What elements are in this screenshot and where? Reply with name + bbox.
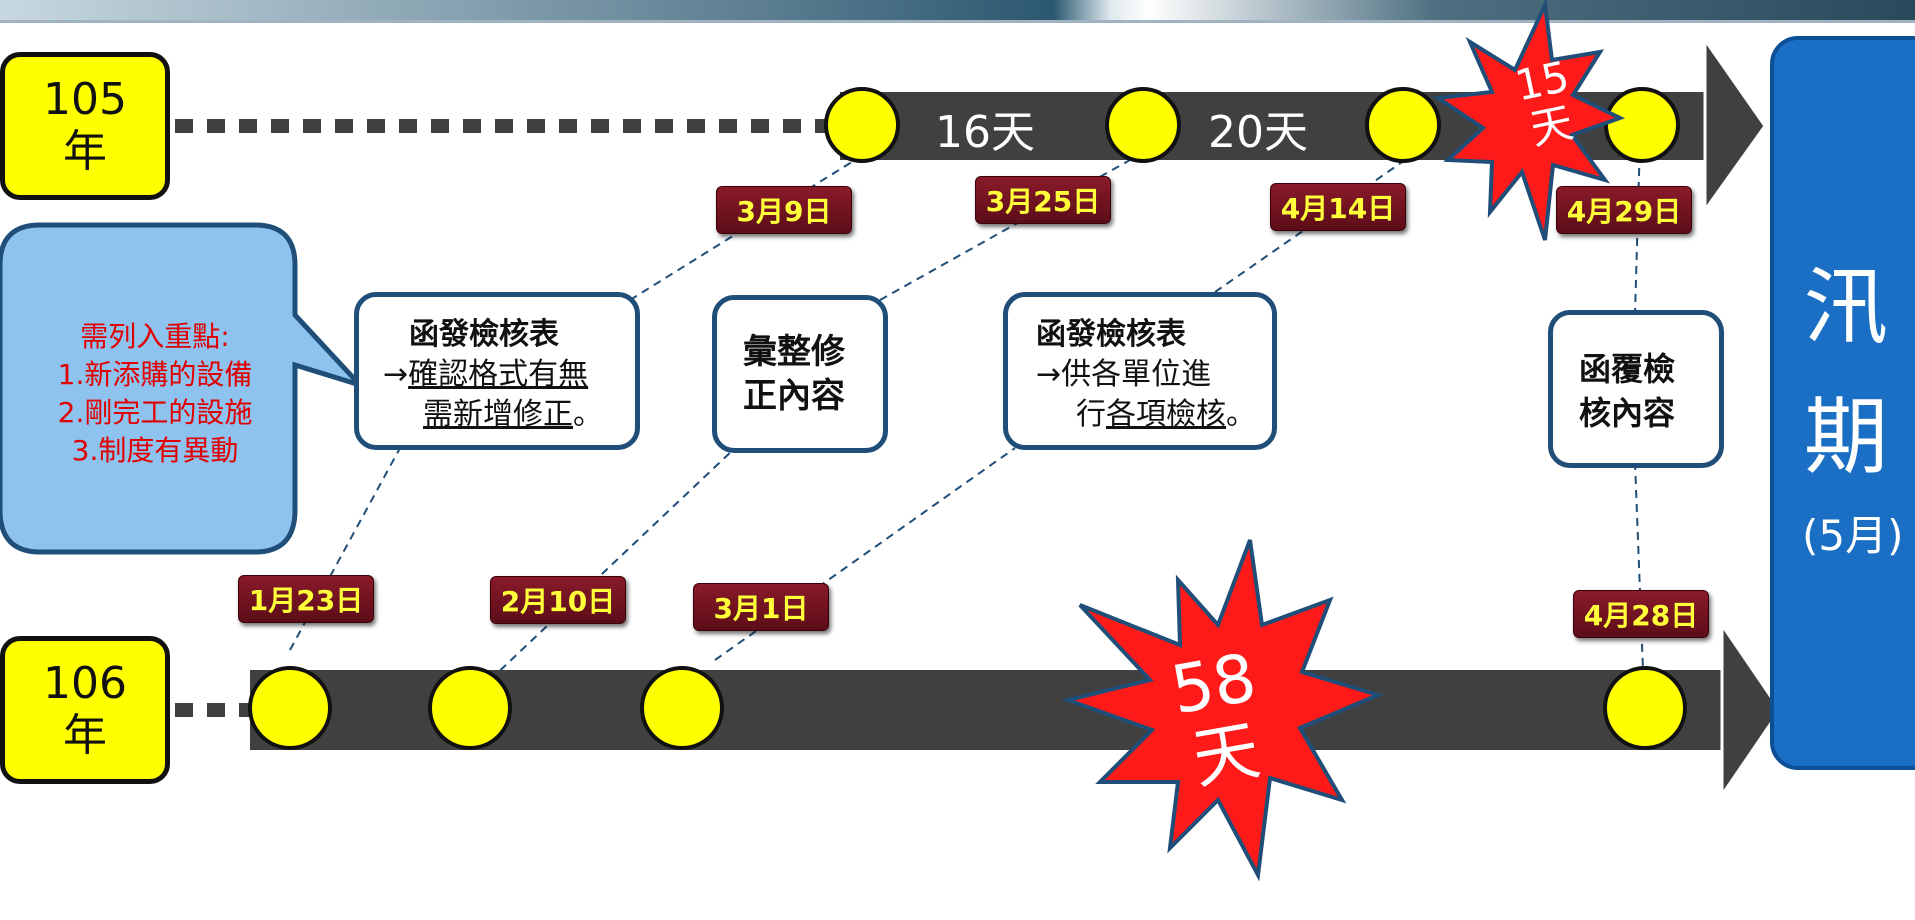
header-divider [0,20,1915,23]
row106-dots [248,666,1687,750]
flood-period-month: (5月) [1802,511,1904,560]
connector-3 [489,447,736,681]
date-tag-mar9: 3月9日 [716,186,852,234]
flood-period-char-1: 汛 [1804,258,1889,356]
starburst-15 [1432,0,1626,241]
date-tag-mar25: 3月25日 [975,176,1111,224]
note1-title: 函發檢核表 [409,317,559,352]
note2-line2: 正內容 [743,376,845,416]
row105-dot-4 [1604,87,1680,163]
date-tag-feb10: 2月10日 [490,576,626,624]
note4-line1: 函覆檢 [1579,350,1676,388]
row106-dot-4 [1603,666,1687,750]
note-send-checklist-2: 函發檢核表 →供各單位進 行各項檢核。 [1003,292,1277,450]
date-tag-apr29: 4月29日 [1556,186,1692,234]
callout-bubble [0,222,369,555]
row106-dot-3 [640,666,724,750]
note1-line2: →確認格式有無 [383,357,589,392]
date-tag-apr14: 4月14日 [1270,183,1406,231]
row106-arrowhead [1720,620,1782,800]
date-tag-jan23: 1月23日 [238,575,374,623]
note1-line3: 需新增修正。 [423,397,603,432]
callout-heading: 需列入重點: [80,320,230,353]
year-105-suffix: 年 [63,126,107,177]
duration-16-days: 16天 [935,107,1035,158]
date-tag-apr28: 4月28日 [1573,590,1709,638]
row105-dot-2 [1105,87,1181,163]
connector-8 [1634,461,1644,671]
row106-dot-1 [248,666,332,750]
row105-dots [824,87,1680,163]
row105-arrowhead [1703,35,1767,215]
year-106-suffix: 年 [63,710,107,761]
callout-item-2: 2.剛完工的設施 [57,396,253,429]
note1-line2-underlined: 確認格式有無 [408,357,589,392]
year-105-box: 105 年 [0,52,170,200]
row105-dot-3 [1365,87,1441,163]
starburst-58 [1061,539,1384,882]
note-reply-check-content: 函覆檢 核內容 [1548,310,1724,468]
year-106-number: 106 [43,658,127,709]
year-105-number: 105 [43,74,127,125]
row105-dot-1 [824,87,900,163]
note3-line3: 行各項檢核。 [1076,397,1256,432]
header-banner-strip [0,0,1915,20]
callout-item-1: 1.新添購的設備 [57,358,253,391]
callout-text: 需列入重點: 1.新添購的設備 2.剛完工的設施 3.制度有異動 [20,318,290,470]
note3-line2: →供各單位進 [1036,357,1212,392]
connector-1 [289,447,401,651]
note3-title: 函發檢核表 [1036,317,1186,352]
note-compile-corrections: 彙整修 正內容 [712,295,888,453]
row106-dot-2 [428,666,512,750]
note-send-checklist-1: 函發檢核表 →確認格式有無 需新增修正。 [354,292,640,450]
callout-item-3: 3.制度有異動 [71,434,239,467]
date-tag-mar1: 3月1日 [693,583,829,631]
duration-20-days: 20天 [1208,107,1308,158]
note2-line1: 彙整修 [743,332,845,372]
flood-period-char-2: 期 [1804,388,1889,486]
year-106-box: 106 年 [0,636,170,784]
flood-period-panel: 汛 期 (5月) [1770,36,1915,770]
note4-line2: 核內容 [1579,394,1676,432]
starburst-58-text: 58 天 [1165,638,1266,799]
